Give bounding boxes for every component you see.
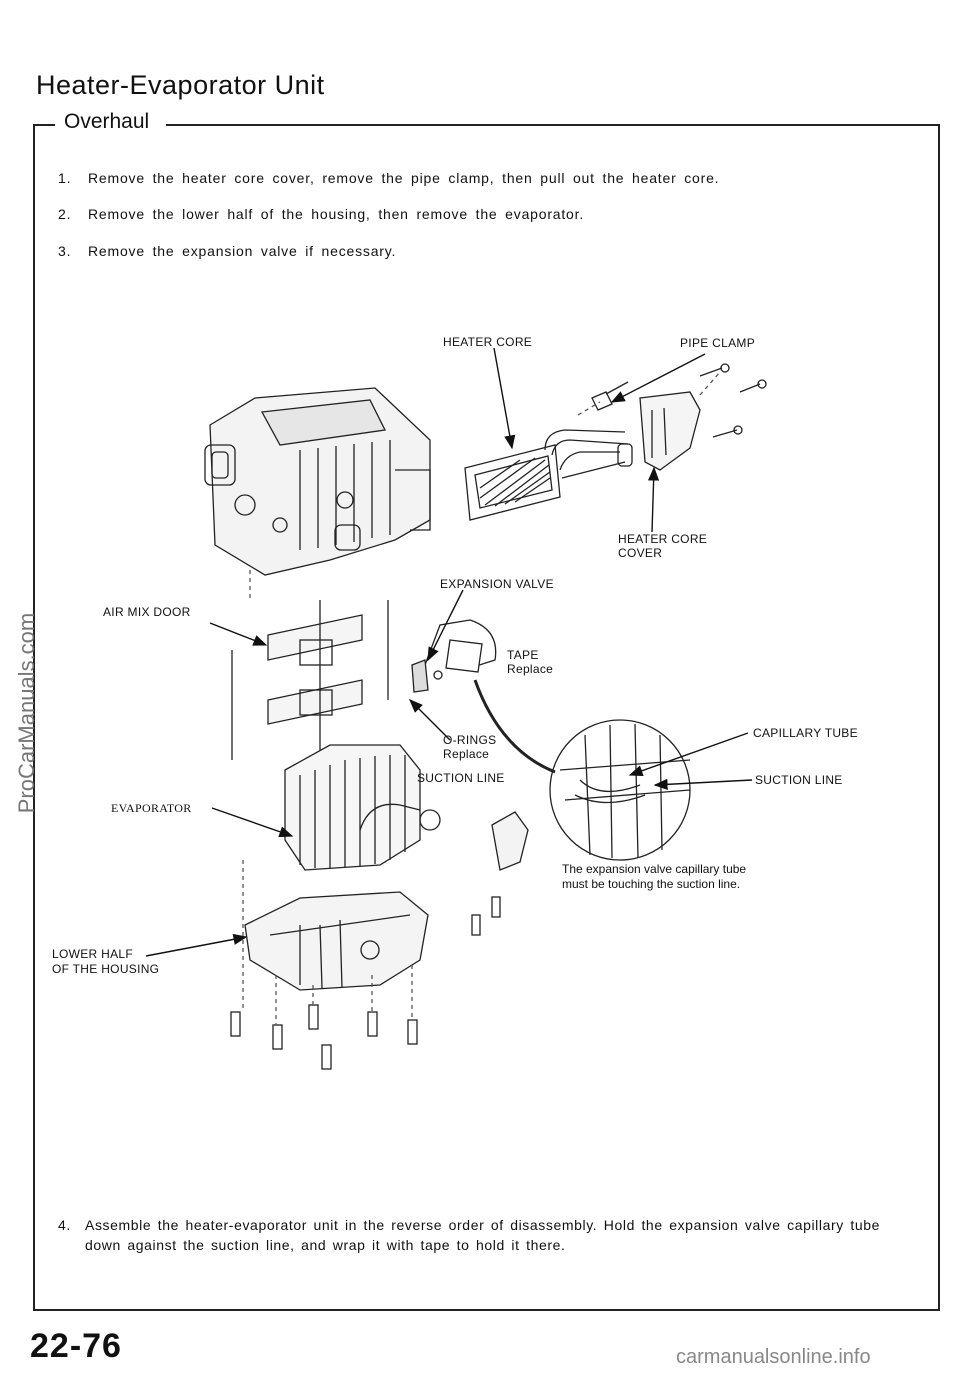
- leader-lines: [145, 347, 753, 957]
- pipe-clamp-drawing: [591, 363, 767, 438]
- label-orings-line1: O-RINGS: [443, 733, 497, 747]
- expansion-valve-drawing: [411, 619, 497, 693]
- label-expansion-valve: EXPANSION VALVE: [440, 577, 554, 591]
- label-lower-half-line1: LOWER HALF: [52, 947, 134, 961]
- label-orings-line2: Replace: [443, 747, 490, 761]
- step-number: 1.: [58, 170, 72, 186]
- label-tape-line1: TAPE: [507, 648, 539, 662]
- step-number: 2.: [58, 206, 72, 222]
- air-mix-door-drawing: [231, 600, 389, 770]
- label-heater-core-cover-line2: COVER: [618, 546, 663, 560]
- frame-top-left-rule: [33, 124, 55, 126]
- label-evaporator: EVAPORATOR: [111, 801, 192, 815]
- page-title: Heater-Evaporator Unit: [36, 70, 325, 100]
- step-text: Remove the lower half of the housing, th…: [88, 206, 585, 222]
- upper-housing-drawing: [204, 387, 431, 576]
- step-2: 2. Remove the lower half of the housing, …: [58, 206, 584, 222]
- label-tape-line2: Replace: [507, 662, 554, 676]
- step-3: 3. Remove the expansion valve if necessar…: [58, 243, 396, 259]
- lower-housing-drawing: [244, 891, 429, 991]
- label-capillary-tube: CAPILLARY TUBE: [753, 726, 858, 740]
- label-air-mix-door: AIR MIX DOOR: [103, 605, 191, 619]
- label-suction-line: SUCTION LINE: [417, 771, 505, 785]
- label-pipe-clamp: PIPE CLAMP: [680, 336, 756, 350]
- detail-note-line1: The expansion valve capillary tube: [562, 862, 747, 876]
- detail-note-line2: must be touching the suction line.: [562, 877, 741, 891]
- label-heater-core-cover-line1: HEATER CORE: [618, 532, 708, 546]
- step-text: Remove the expansion valve if necessary.: [88, 243, 397, 259]
- detail-inset-drawing: [473, 679, 691, 861]
- step-1: 1. Remove the heater core cover, remove t…: [58, 170, 719, 186]
- step-number: 4.: [58, 1217, 71, 1233]
- watermark-bottom: carmanualsonline.info: [676, 1346, 871, 1368]
- heater-core-drawing: [464, 429, 633, 521]
- evaporator-drawing: [284, 744, 529, 871]
- watermark-left: ProCarManuals.com: [14, 612, 39, 814]
- page-number: 22-76: [30, 1327, 122, 1365]
- detail-note: The expansion valve capillary tube must …: [562, 862, 746, 892]
- step-text: Assemble the heater-evaporator unit in t…: [85, 1217, 880, 1253]
- heater-core-cover-drawing: [639, 391, 701, 471]
- step-number: 3.: [58, 243, 72, 259]
- label-heater-core: HEATER CORE: [443, 335, 533, 349]
- housing-screws-drawing: [230, 896, 501, 1070]
- step-4: 4. Assemble the heater-evaporator unit i…: [58, 1215, 918, 1255]
- label-suction-line-detail: SUCTION LINE: [755, 773, 843, 787]
- content-frame: [33, 124, 940, 1311]
- section-heading: Overhaul: [62, 110, 152, 134]
- label-lower-half-line2: OF THE HOUSING: [52, 962, 160, 976]
- step-text: Remove the heater core cover, remove the…: [88, 170, 720, 186]
- frame-top-right-rule: [166, 124, 938, 126]
